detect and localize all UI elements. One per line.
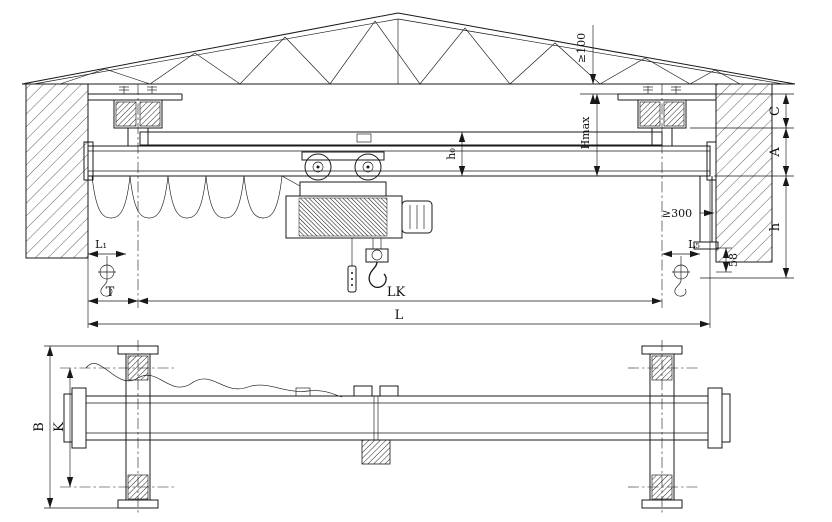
label-k: K	[52, 422, 67, 432]
hook-limit-left	[98, 256, 116, 297]
label-h: h	[768, 222, 783, 231]
dimensions-plan: B K	[32, 345, 118, 509]
label-t: T	[106, 285, 115, 300]
label-58: 58	[727, 253, 740, 267]
pendant-control	[347, 238, 357, 293]
plan-hoist	[295, 385, 399, 465]
plan-girder	[63, 387, 731, 449]
label-c: C	[768, 106, 783, 116]
label-wall-clearance: ≥300	[662, 207, 692, 220]
festoon-cable	[91, 175, 301, 219]
elevation-view: ≥100 Hmax h₀ C A h ≥300 58	[21, 12, 796, 328]
plan-end-carriage-left	[117, 345, 159, 509]
right-wall-bracket	[693, 176, 719, 250]
hook-limit-right-icon	[674, 280, 687, 297]
hook-limit-right	[672, 256, 690, 297]
suspension-lug	[356, 133, 372, 143]
left-wall	[25, 83, 89, 259]
label-h0: h₀	[445, 148, 458, 160]
runway-end-truck-left	[88, 84, 183, 308]
plan-festoon-cable	[85, 363, 343, 398]
label-l1: L₁	[95, 238, 107, 251]
hook-block	[365, 238, 389, 288]
label-a: A	[768, 147, 783, 158]
hoist-motor	[401, 200, 433, 234]
hook-limit-left-icon	[100, 280, 113, 297]
label-l: L	[395, 308, 404, 323]
right-wall	[715, 83, 773, 263]
dimensions-elevation: ≥100 Hmax h₀ C A h ≥300 58	[87, 25, 794, 328]
label-l5: L₅	[688, 238, 700, 251]
roof-truss	[21, 12, 796, 85]
plan-centerlines	[60, 340, 700, 514]
plan-end-carriage-right	[641, 345, 683, 509]
plan-view: B K	[32, 340, 731, 514]
label-hmax: Hmax	[579, 116, 592, 150]
label-b: B	[32, 422, 47, 432]
label-roof-clearance: ≥100	[575, 33, 588, 63]
cable-trolley	[295, 387, 311, 397]
bridge-girder	[83, 131, 717, 181]
crane-hook	[368, 261, 387, 288]
label-lk: LK	[387, 285, 406, 300]
hoist-trolley	[285, 151, 433, 239]
runway-end-truck-right	[617, 84, 716, 308]
